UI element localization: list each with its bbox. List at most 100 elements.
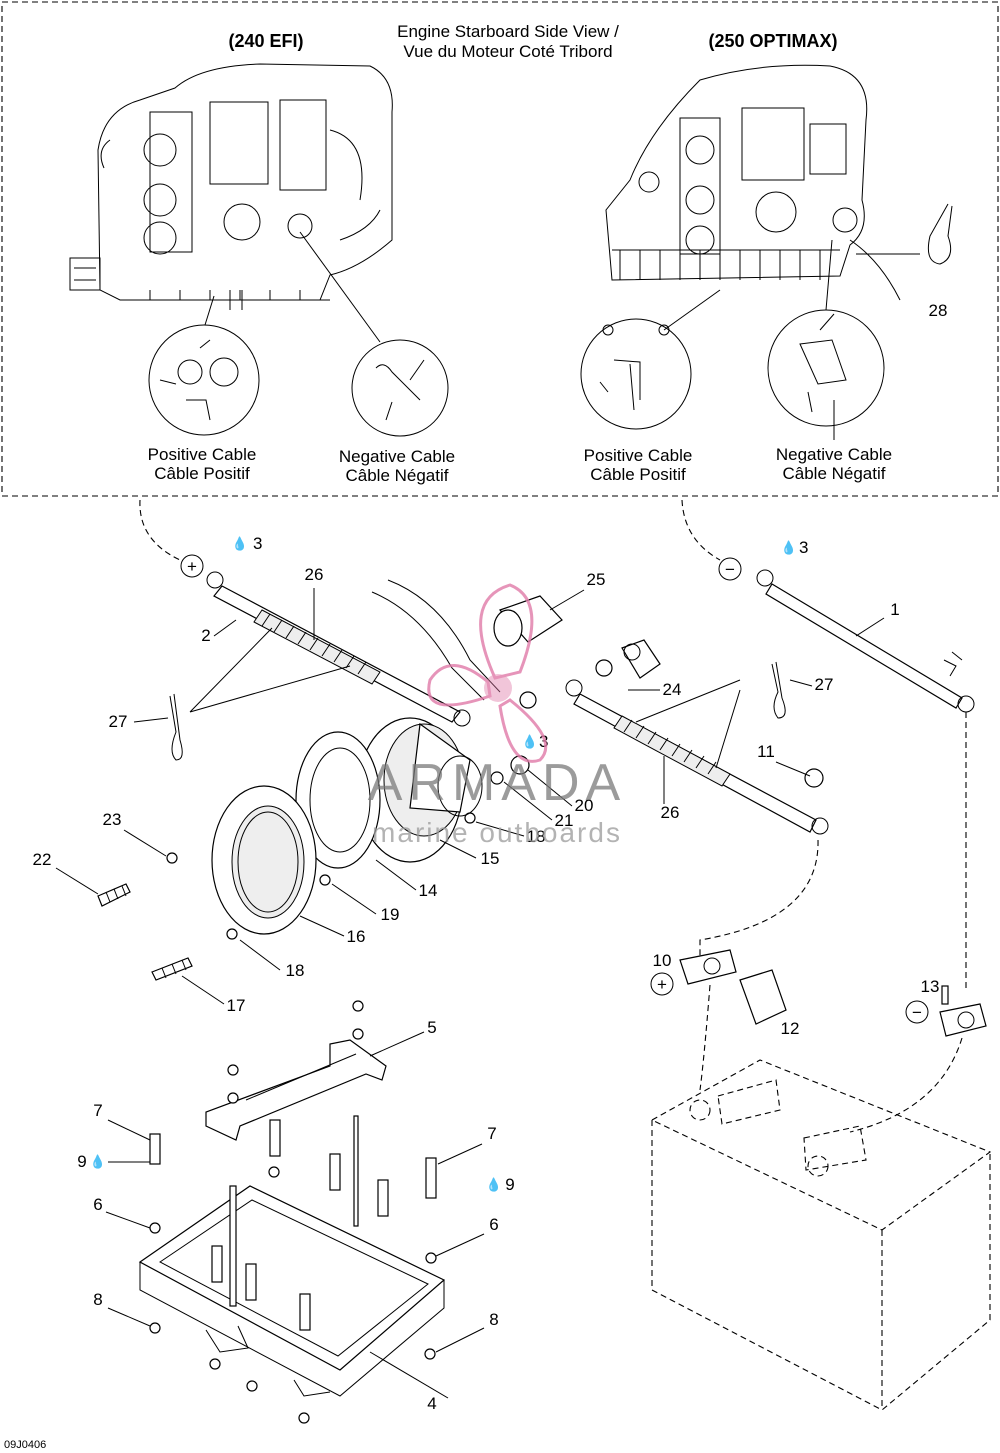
caption-positive-fr-left: Câble Positif	[154, 464, 250, 483]
callout-21: 21	[555, 811, 574, 830]
caption-negative-fr-right: Câble Négatif	[782, 464, 885, 483]
positive-symbol-battery: +	[650, 972, 674, 996]
callout-22: 22	[33, 850, 52, 869]
callout-7-left: 7	[93, 1101, 102, 1120]
inset-frame	[1, 1, 999, 497]
armada-watermark: ARMADA marine outboards	[368, 583, 626, 848]
callout-23: 23	[103, 810, 122, 829]
positive-cable-route	[699, 839, 819, 960]
callout-18-right: 18	[527, 827, 546, 846]
negative-to-battery	[849, 1037, 963, 1133]
positive-battery-cable-2	[206, 571, 471, 727]
callout-8-right: 8	[489, 1310, 498, 1329]
battery	[650, 1059, 992, 1411]
detail-240efi-negative	[299, 231, 449, 437]
propeller-logo-icon	[427, 583, 548, 763]
callout-3-left: 3	[253, 534, 262, 553]
callout-9-right: 9	[505, 1175, 514, 1194]
callout-3-right: 3	[799, 538, 808, 557]
callout-27-right: 27	[815, 675, 834, 694]
negative-battery-cable-1	[756, 569, 975, 713]
positive-symbol-top: +	[180, 554, 204, 578]
cable-tie-27-left	[169, 627, 351, 761]
callout-7-right: 7	[487, 1124, 496, 1143]
screw-17	[151, 957, 193, 981]
tray-bolts	[149, 1000, 437, 1424]
callout-9-left: 9	[77, 1152, 86, 1171]
terminal-cover-12	[739, 969, 787, 1025]
callout-6-right: 6	[489, 1215, 498, 1234]
battery-tray-4	[138, 1185, 446, 1397]
negative-symbol-top: −	[718, 557, 742, 581]
callout-24: 24	[663, 680, 682, 699]
gasket-14	[295, 731, 381, 869]
washer-18	[226, 928, 238, 940]
lubricant-drop-icon: 💧	[232, 536, 248, 551]
callout-18-left: 18	[286, 961, 305, 980]
svg-text:+: +	[657, 975, 667, 994]
caption-negative-fr-left: Câble Négatif	[345, 466, 448, 485]
drawing-code: 09J0406	[4, 1439, 46, 1451]
hold-down-bracket-5	[205, 1039, 387, 1141]
callout-20: 20	[575, 796, 594, 815]
detail-250optimax-positive	[580, 289, 721, 430]
positive-to-battery	[699, 984, 711, 1091]
terminal-boot-24	[621, 639, 661, 679]
engine-240efi-illustration	[69, 63, 393, 310]
caption-negative-en-right: Negative Cable	[776, 445, 892, 464]
caption-positive-en-left: Positive Cable	[148, 445, 257, 464]
terminal-housing-15	[357, 717, 483, 863]
callout-6-left: 6	[93, 1195, 102, 1214]
washer-19	[319, 874, 331, 886]
mounting-flange-16	[211, 785, 317, 935]
callout-2: 2	[201, 626, 210, 645]
callout-10: 10	[653, 951, 672, 970]
callout-5: 5	[427, 1018, 436, 1037]
callout-16: 16	[347, 927, 366, 946]
svg-text:−: −	[725, 560, 735, 579]
view-title-en: Engine Starboard Side View /	[397, 22, 619, 41]
callout-11: 11	[757, 742, 775, 761]
lubricant-drop-icon: 💧	[486, 1177, 502, 1192]
cable-tie-27-right	[635, 661, 786, 769]
callout-28: 28	[929, 301, 948, 320]
callout-15: 15	[481, 849, 500, 868]
negative-terminal-clamp-13	[939, 985, 987, 1037]
callout-12: 12	[781, 1019, 800, 1038]
lubricant-drop-icon: 💧	[781, 540, 797, 555]
callout-26-right: 26	[661, 803, 680, 822]
model-label-240efi: (240 EFI)	[228, 31, 303, 51]
svg-text:+: +	[187, 557, 197, 576]
lubricant-drop-icon: 💧	[522, 734, 538, 749]
engine-side-view-inset: Engine Starboard Side View / Vue du Mote…	[1, 1, 999, 497]
model-label-250optimax: (250 OPTIMAX)	[708, 31, 837, 51]
callout-14: 14	[419, 881, 438, 900]
cable-24	[565, 679, 829, 835]
svg-text:−: −	[912, 1003, 922, 1022]
callout-27-left: 27	[109, 712, 128, 731]
view-title-fr: Vue du Moteur Coté Tribord	[403, 42, 612, 61]
lubricant-drop-icon: 💧	[90, 1154, 106, 1169]
detail-250optimax-negative	[767, 239, 885, 440]
detail-240efi-positive	[148, 295, 260, 436]
washer-23	[166, 852, 178, 864]
callouts: 1 2 4 4 5 6 6 7 7 8 8 9 9 10 11 12 13 14…	[33, 534, 940, 1413]
callout-13: 13	[921, 977, 940, 996]
callout-26-left: 26	[305, 565, 324, 584]
cable-tie-28	[927, 203, 953, 265]
negative-lead-line	[681, 499, 721, 561]
callout-25: 25	[587, 570, 606, 589]
callout-17: 17	[227, 996, 246, 1015]
positive-terminal-clamp-10	[679, 949, 737, 985]
watermark-brand: ARMADA	[368, 754, 626, 812]
watermark-tagline: marine outboards	[372, 817, 622, 848]
caption-positive-fr-right: Câble Positif	[590, 465, 686, 484]
positive-lead-line	[139, 499, 181, 561]
engine-250optimax-illustration	[605, 64, 953, 301]
callout-4: 4	[427, 1394, 436, 1413]
screw-22	[97, 883, 131, 907]
callout-8-left: 8	[93, 1290, 102, 1309]
callout-19: 19	[381, 905, 400, 924]
negative-symbol-battery: −	[905, 1000, 929, 1024]
